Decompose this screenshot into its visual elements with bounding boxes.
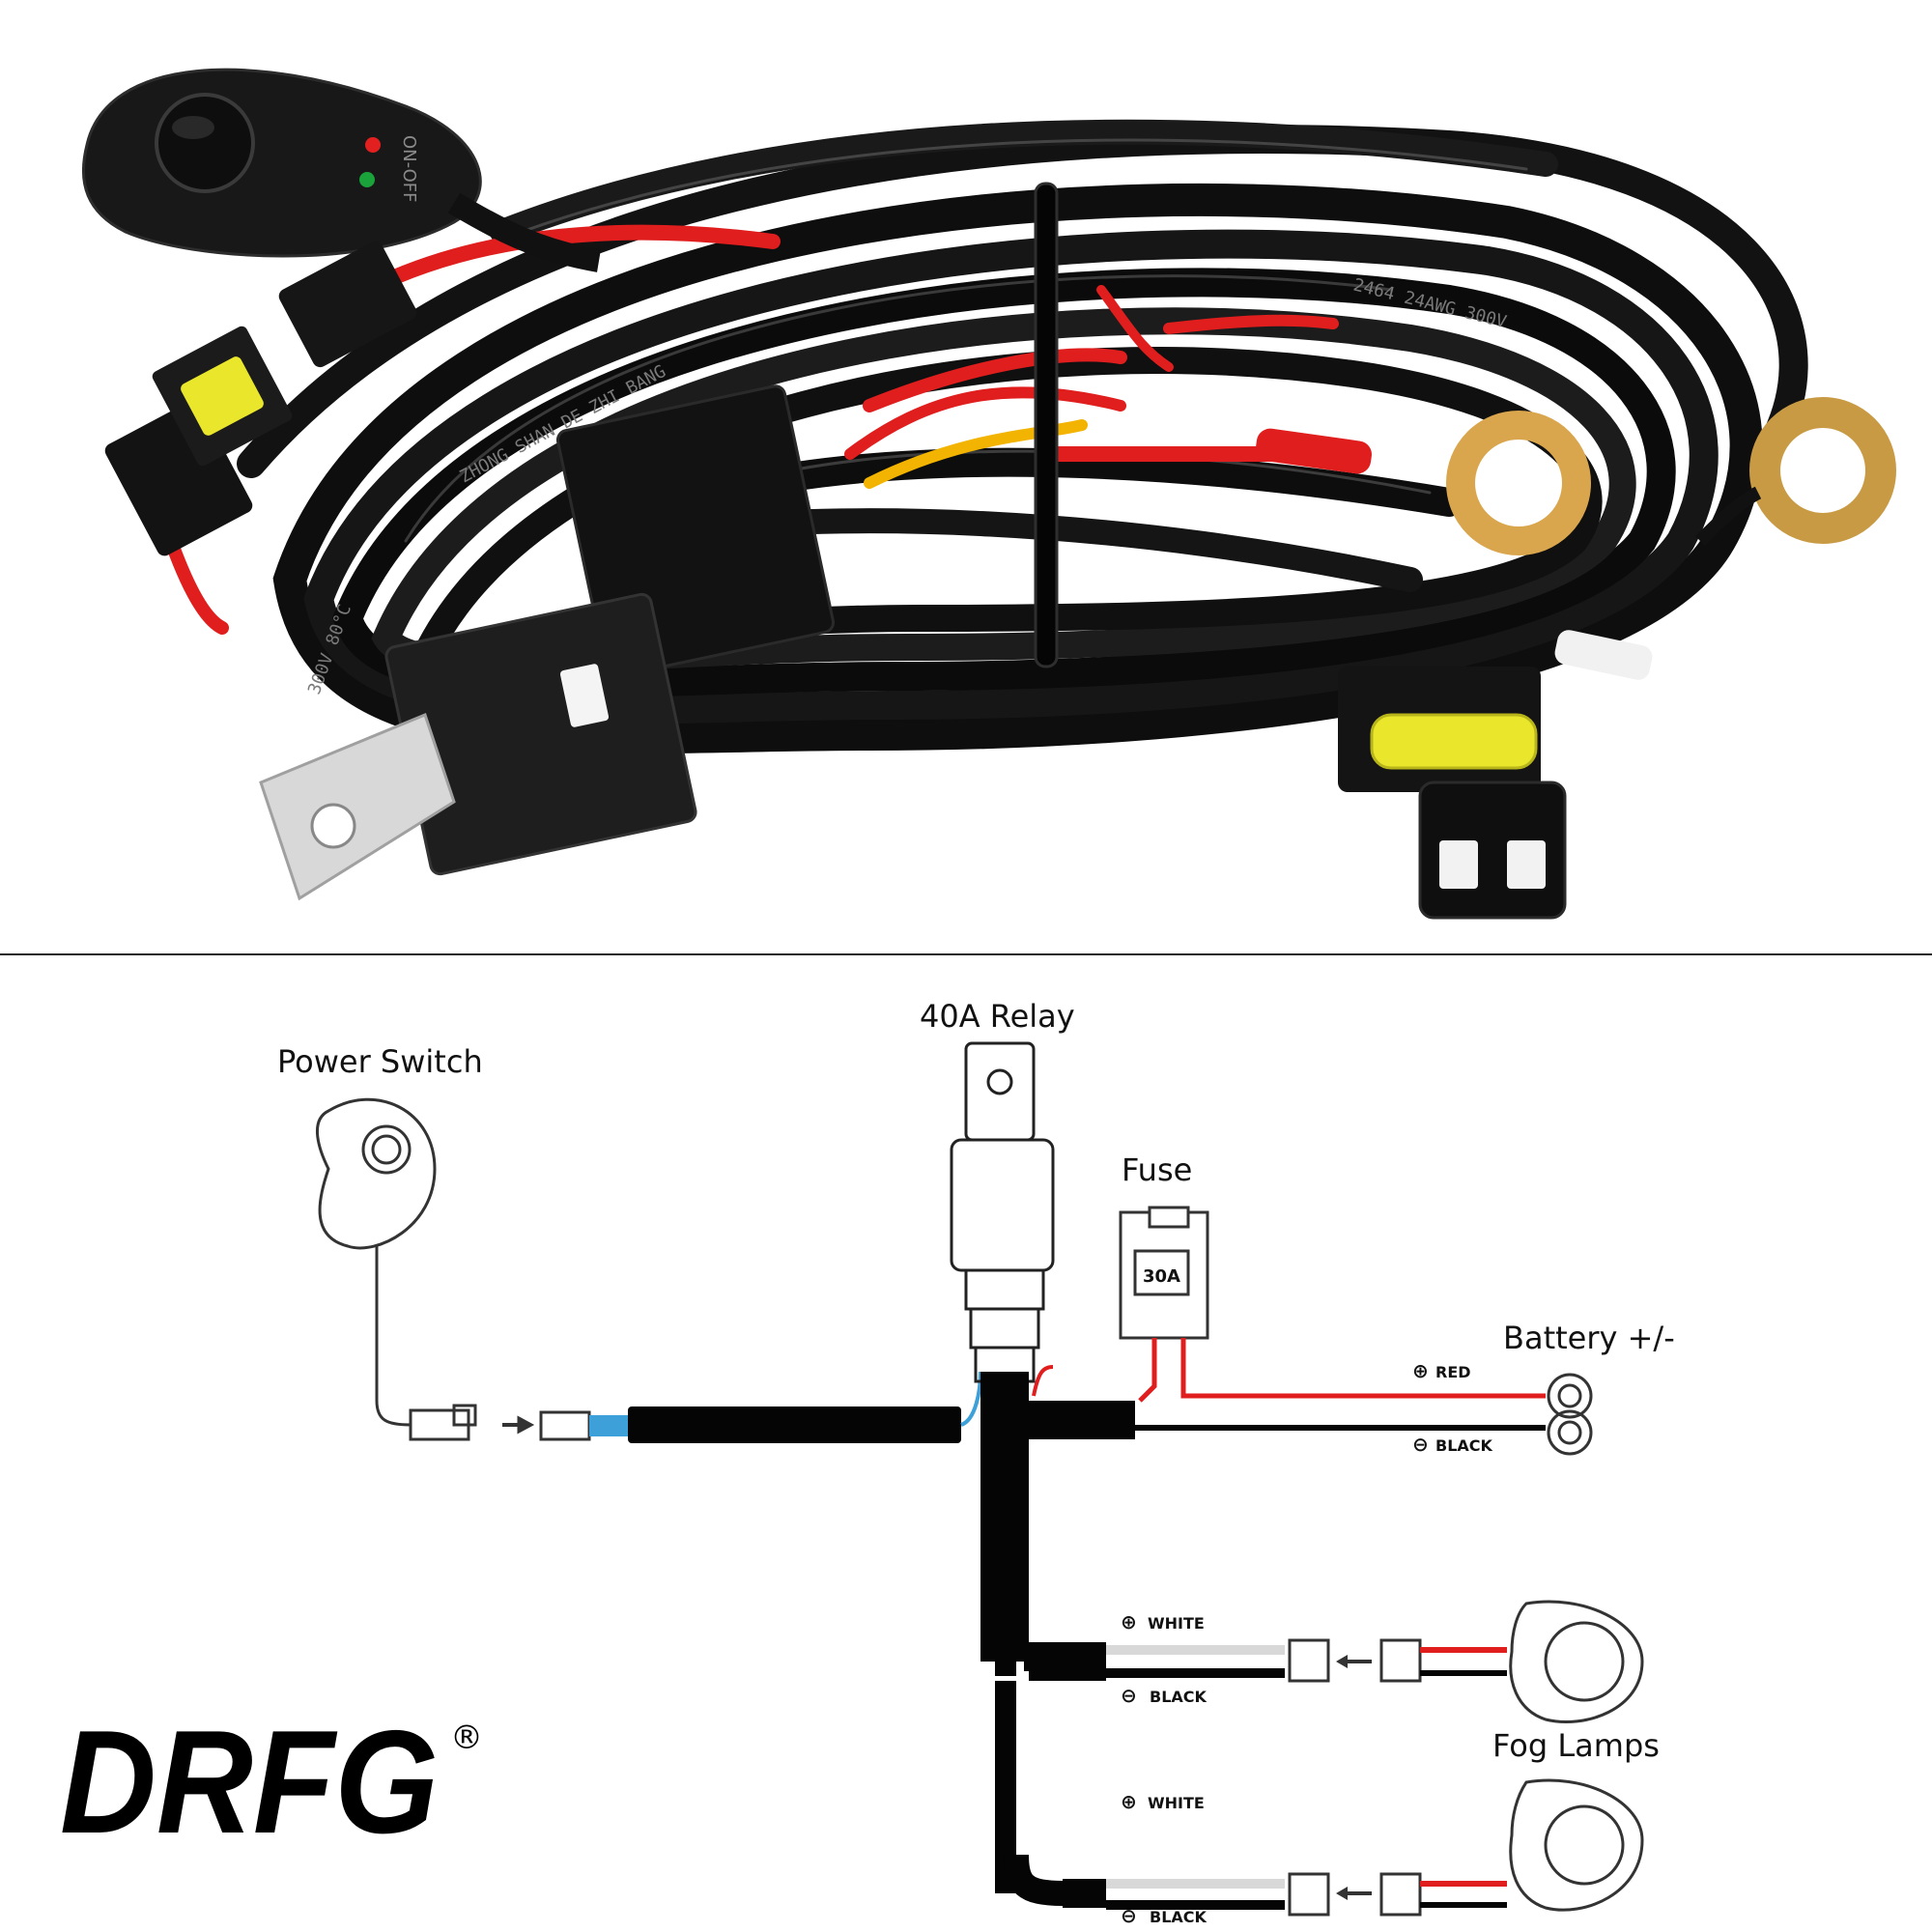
fog-lamp-1 [1509,1600,1644,1723]
battery-plus-symbol: ⊕ [1412,1359,1429,1382]
registered-mark: ® [450,1719,483,1757]
lamp2-neg-label: BLACK [1150,1908,1208,1926]
fog-lamp-2 [1509,1778,1644,1912]
relay-mount-bracket [259,713,456,901]
relay-mount-hole-icon [986,1068,1013,1095]
brand-logo: DRFG ® [60,1700,483,1864]
zip-tie [1034,182,1059,668]
switch-marking: ON-OFF [399,135,419,203]
lamp-connector-photo [1338,630,1653,920]
white-bullet-connector [1554,630,1653,680]
fuse-label: Fuse [1122,1151,1192,1188]
relay-label: 40A Relay [920,998,1075,1035]
lamp1-minus-symbol: ⊖ [1121,1684,1137,1707]
wiring-harness-photo: 2464 24AWG 300V ZHONG SHAN DE ZHI BANG 3… [81,68,1896,920]
lamp-branch-2 [1063,1778,1644,1917]
bracket-hole-icon [310,803,356,849]
battery-minus-symbol: ⊖ [1412,1433,1429,1456]
battery-ring-pos [1547,1373,1593,1419]
battery-pos-label: RED [1435,1363,1471,1381]
relay-photo [259,384,836,901]
left-connector-photo [104,241,417,556]
lamp-trunk [980,1372,1101,1906]
ring-terminals-photo [1256,397,1896,555]
lamp1-pos-label: WHITE [1148,1614,1205,1633]
switch-button[interactable] [155,93,255,193]
wiring-diagram: 40A Relay Power Switch Fuse Battery +/- … [277,998,1675,1927]
ring-terminal-1 [1446,411,1591,555]
lamp2-plus-symbol: ⊕ [1121,1790,1137,1813]
fuse-rating: 30A [1143,1266,1180,1287]
red-yellow-wires [157,224,1339,635]
battery-ring-neg [1547,1409,1593,1456]
ring-terminal-2 [1749,397,1896,544]
power-switch-diagram [315,1097,591,1441]
lamp1-plus-symbol: ⊕ [1121,1610,1137,1634]
fuse-diagram [1119,1206,1546,1403]
relay-diagram [950,1041,1055,1383]
lamp2-minus-symbol: ⊖ [1121,1904,1137,1927]
control-harness [589,1371,982,1443]
brand-name: DRFG [60,1700,439,1864]
led-green-icon [359,172,375,187]
switch-label: Power Switch [277,1043,483,1080]
fog-lamps-label: Fog Lamps [1492,1727,1660,1764]
power-switch-photo: ON-OFF [81,68,601,272]
battery-wires [1029,1365,1593,1456]
lamp2-pos-label: WHITE [1148,1794,1205,1812]
led-red-icon [365,137,381,153]
battery-neg-label: BLACK [1435,1436,1493,1455]
battery-label: Battery +/- [1503,1320,1675,1356]
lamp1-neg-label: BLACK [1150,1688,1208,1706]
lamp-branch-1 [1029,1600,1644,1723]
